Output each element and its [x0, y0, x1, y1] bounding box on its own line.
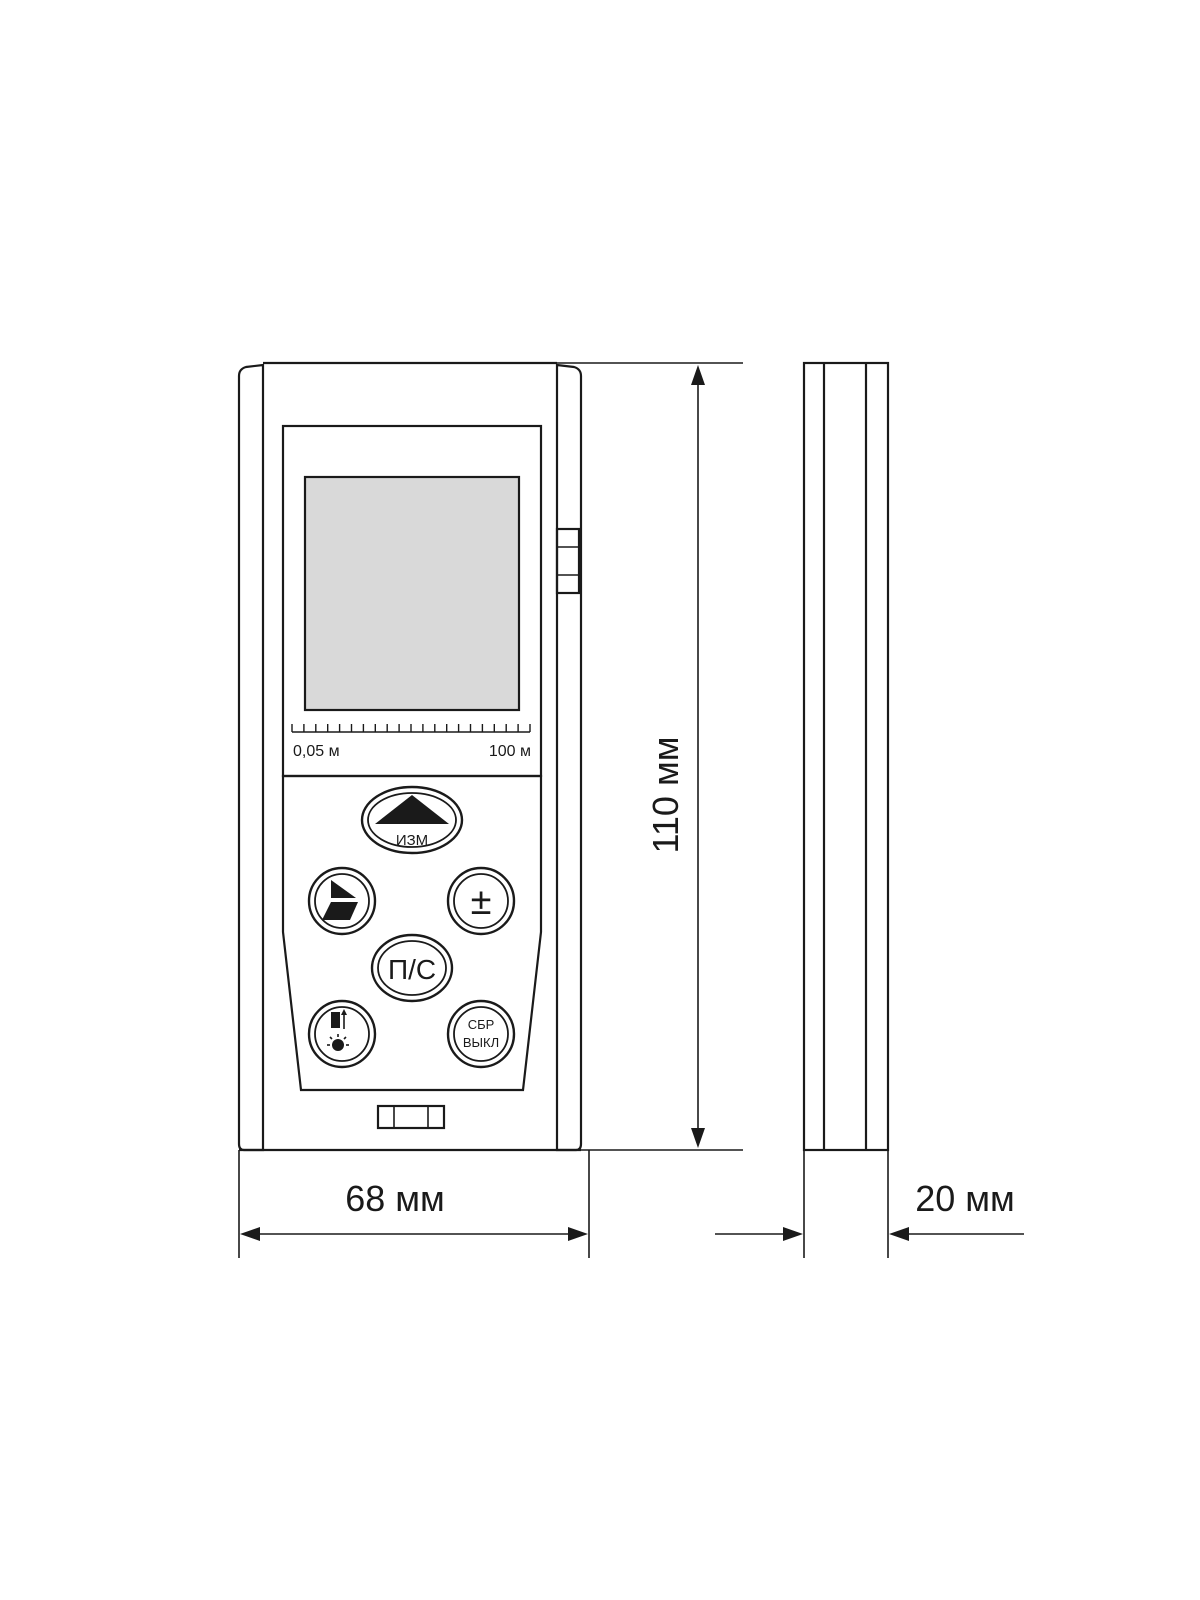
pc-button[interactable]: П/С — [370, 933, 454, 1003]
bubble-level — [376, 1104, 446, 1130]
side-view — [802, 361, 890, 1152]
keypad-panel — [281, 774, 543, 1092]
side-view-outline — [802, 361, 890, 1152]
device-body-right-outline — [555, 363, 583, 1152]
height-label: 110 мм — [645, 737, 686, 854]
arrow-left-icon — [240, 1227, 260, 1241]
reset-label-line2: ВЫКЛ — [463, 1035, 499, 1050]
area-button[interactable] — [307, 866, 377, 936]
lcd-screen — [303, 475, 521, 712]
side-button[interactable] — [555, 527, 581, 595]
arrow-down-icon — [691, 1128, 705, 1148]
device-body-outline — [237, 363, 265, 1152]
measure-button-label: ИЗМ — [396, 832, 428, 849]
reset-label-line1: СБР — [468, 1017, 495, 1032]
scale-max-label: 100 м — [489, 743, 531, 760]
height-dimension: 110 мм — [557, 362, 743, 1151]
arrow-left-icon — [889, 1227, 909, 1241]
reference-light-button[interactable] — [307, 999, 377, 1069]
reset-off-button[interactable]: СБР ВЫКЛ — [446, 999, 516, 1069]
plus-minus-button[interactable]: ± — [446, 866, 516, 936]
measure-button[interactable]: ИЗМ — [360, 785, 464, 855]
reference-icon — [331, 1012, 340, 1028]
pc-button-label: П/С — [388, 954, 436, 985]
arrow-right-icon — [783, 1227, 803, 1241]
scale-ticks — [291, 724, 531, 732]
triangle-up-icon — [375, 795, 449, 824]
area-icon — [331, 880, 356, 898]
range-scale: 0,05 м 100 м — [291, 724, 531, 760]
depth-dimension: 20 мм — [715, 1150, 1024, 1258]
plus-minus-label: ± — [471, 881, 492, 923]
width-dimension: 68 мм — [238, 1150, 590, 1258]
width-label: 68 мм — [345, 1178, 445, 1219]
light-icon — [332, 1039, 344, 1051]
front-view: 0,05 м 100 м ИЗМ ± П/С — [237, 361, 583, 1152]
arrow-right-icon — [568, 1227, 588, 1241]
scale-min-label: 0,05 м — [293, 743, 340, 760]
depth-label: 20 мм — [915, 1178, 1015, 1219]
arrow-up-icon — [691, 365, 705, 385]
